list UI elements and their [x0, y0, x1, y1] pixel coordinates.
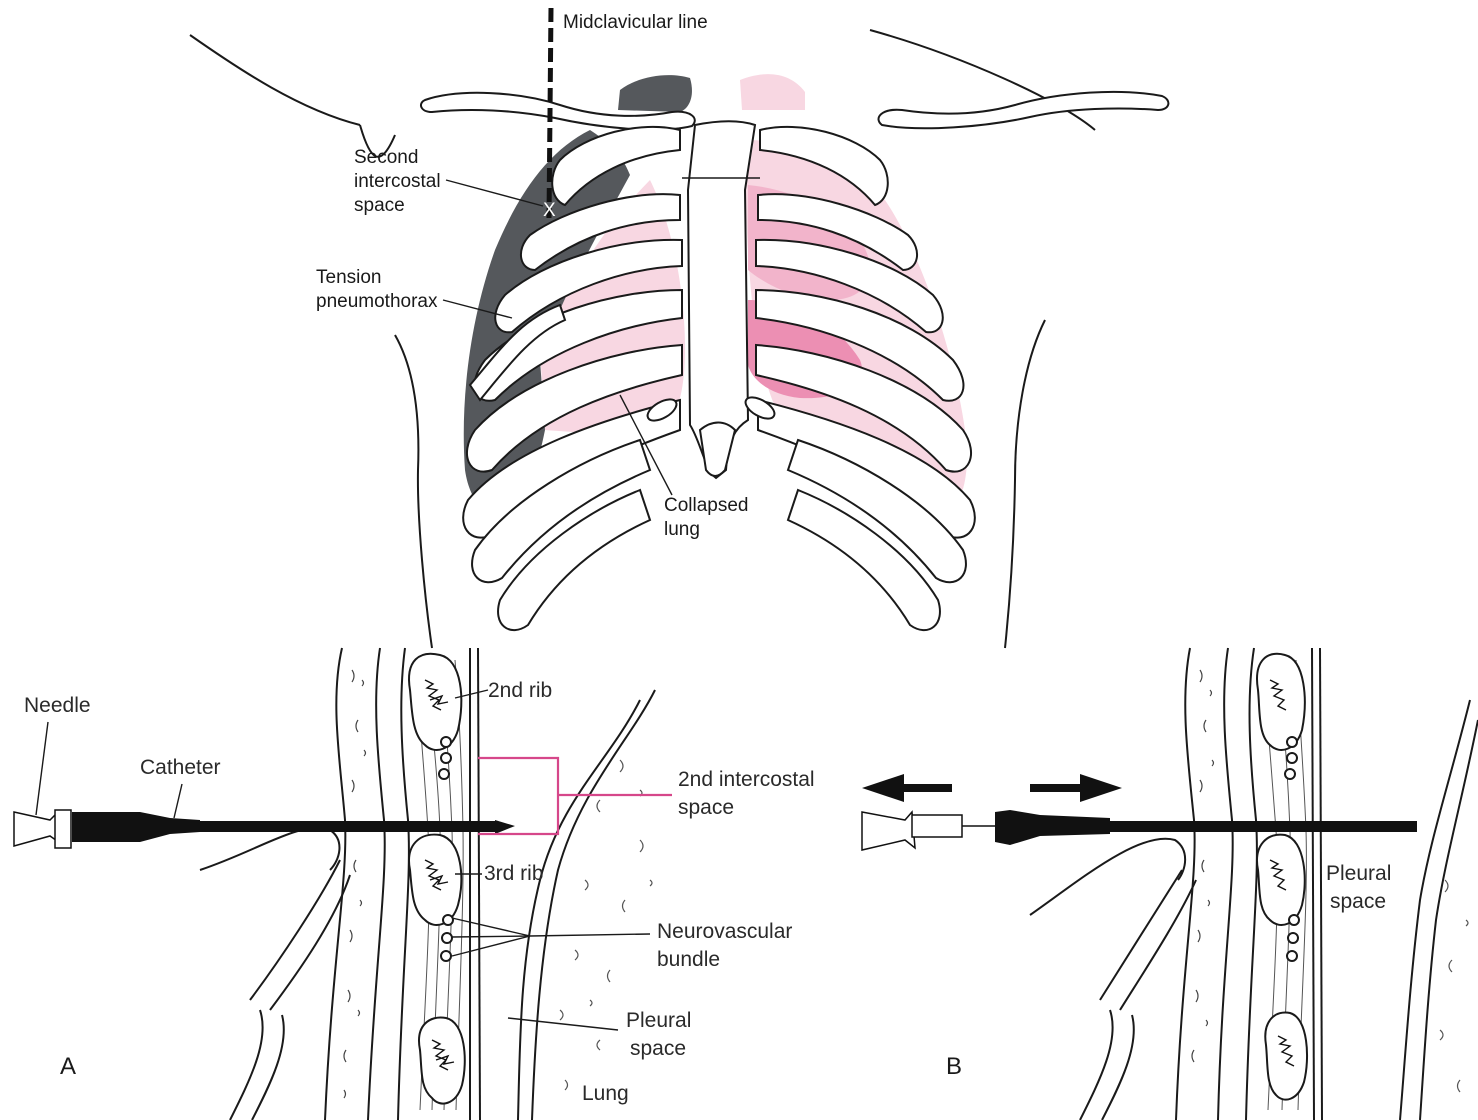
catheter-in-place: [995, 810, 1417, 845]
withdrawn-needle[interactable]: [862, 812, 995, 850]
panel-a-label: A: [60, 1053, 76, 1080]
needle-label: Needle: [24, 694, 91, 717]
lung-label: Lung: [582, 1082, 629, 1105]
second-intercostal-space-detail-label: 2nd intercostal space: [678, 768, 820, 819]
fourth-rib: [419, 1017, 465, 1103]
midclavicular-line-label: Midclavicular line: [563, 12, 708, 33]
second-intercostal-space-label: Second intercostal space: [354, 147, 446, 216]
third-rib: [409, 835, 461, 925]
panel-b-cross-section: Pleural space B: [862, 648, 1478, 1120]
chest-illustration: X Midclavicular line Second intercostal …: [190, 8, 1168, 648]
insertion-mark: X: [543, 200, 556, 221]
neurovascular-bundle-label: Neurovascular bundle: [657, 920, 798, 971]
catheter-label: Catheter: [140, 756, 221, 779]
panel-a-cross-section: Needle Catheter 2nd rib 3rd rib 2nd inte…: [14, 648, 820, 1120]
collapsed-lung-label: Collapsed lung: [664, 495, 754, 540]
apex-dark: [618, 75, 692, 112]
xiphoid: [700, 423, 735, 477]
third-rib-label: 3rd rib: [484, 862, 544, 885]
body-right-outline: [1005, 320, 1045, 648]
advance-arrow-icon: [1030, 774, 1122, 802]
clavicle-right: [879, 92, 1169, 128]
tension-pneumothorax-label: Tension pneumothorax: [316, 267, 438, 312]
second-rib: [409, 654, 461, 750]
panel-b-label: B: [946, 1053, 962, 1080]
pleural-space-label-b: Pleural space: [1326, 862, 1397, 913]
withdraw-arrow-icon: [862, 774, 952, 802]
body-left-outline: [395, 335, 432, 648]
apex-pink: [740, 74, 805, 110]
second-rib-label: 2nd rib: [488, 679, 552, 702]
pleural-space-label-a: Pleural space: [626, 1009, 697, 1060]
